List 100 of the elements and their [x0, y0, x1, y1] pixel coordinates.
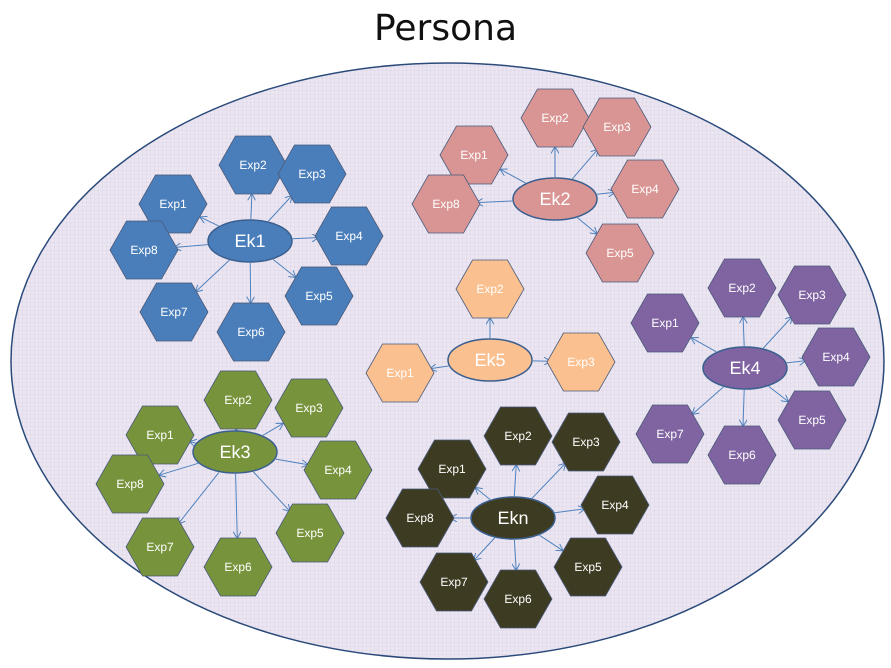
- entity-ellipse: [207, 219, 293, 263]
- experience-hexagon: [483, 406, 553, 466]
- experience-label: Exp3: [603, 120, 631, 134]
- entity-label: Ekn: [497, 508, 529, 528]
- experience-hexagon: [411, 174, 481, 234]
- experience-label: Exp1: [460, 148, 488, 162]
- arrow: [511, 540, 520, 571]
- experience-label: Exp6: [504, 592, 532, 606]
- arrow: [738, 390, 748, 427]
- arrow: [762, 316, 793, 349]
- arrow: [292, 233, 320, 242]
- arrow: [178, 472, 220, 525]
- experience-label: Exp7: [440, 575, 468, 589]
- experience-label: Exp4: [324, 463, 352, 477]
- experience-label: Exp4: [822, 350, 850, 364]
- experience-label: Exp3: [572, 435, 600, 449]
- arrow: [500, 168, 526, 184]
- experience-hexagon: [520, 88, 590, 148]
- arrow: [550, 146, 560, 178]
- arrow: [473, 537, 496, 561]
- experience-hexagon: [551, 412, 621, 472]
- arrow: [532, 462, 566, 499]
- experience-label: Exp8: [116, 477, 144, 491]
- experience-hexagon: [95, 454, 165, 514]
- diagram-title: Persona: [372, 8, 518, 49]
- arrow: [246, 262, 256, 304]
- experience-hexagon: [417, 439, 487, 499]
- arrow: [786, 356, 807, 366]
- experience-label: Exp5: [296, 526, 324, 540]
- experience-hexagon: [546, 332, 616, 392]
- experience-label: Exp4: [601, 498, 629, 512]
- experience-hexagon: [385, 488, 455, 548]
- experience-label: Exp1: [651, 316, 679, 330]
- experience-hexagon: [218, 135, 288, 195]
- experience-hexagon: [125, 517, 195, 577]
- experience-hexagon: [553, 537, 623, 597]
- entity-ellipse: [192, 430, 278, 474]
- arrow: [247, 193, 256, 220]
- experience-hexagon: [635, 404, 705, 464]
- arrow: [252, 471, 291, 512]
- arrow: [158, 462, 199, 478]
- arrow: [268, 194, 293, 222]
- arrow: [199, 216, 220, 226]
- arrow: [690, 337, 717, 352]
- arrow: [738, 316, 748, 346]
- arrow: [188, 438, 198, 448]
- experience-hexagon: [274, 378, 344, 438]
- arrow: [262, 422, 284, 436]
- experience-label: Exp3: [295, 401, 323, 415]
- experience-hexagon: [284, 266, 354, 326]
- experience-label: Exp1: [146, 428, 174, 442]
- experience-hexagon: [582, 97, 652, 157]
- experience-label: Exp1: [386, 366, 414, 380]
- experience-hexagon: [109, 220, 179, 280]
- experience-hexagon: [801, 327, 871, 387]
- arrow: [554, 505, 586, 514]
- experience-hexagon: [203, 370, 273, 430]
- arrow: [232, 474, 242, 539]
- experience-label: Exp2: [476, 282, 504, 296]
- experience-hexagon: [203, 537, 273, 597]
- arrow: [768, 386, 790, 402]
- entity-label: Ek4: [729, 358, 761, 378]
- experience-label: Exp3: [298, 167, 326, 181]
- experience-label: Exp8: [130, 243, 158, 257]
- experience-label: Exp8: [432, 197, 460, 211]
- experience-hexagon: [139, 282, 209, 342]
- entity-ellipse: [447, 338, 533, 382]
- arrow: [476, 198, 513, 207]
- experience-hexagon: [365, 343, 435, 403]
- arrow: [577, 217, 598, 235]
- entity-label: Ek1: [234, 230, 266, 252]
- experience-hexagon: [483, 569, 553, 629]
- experience-label: Exp2: [239, 158, 267, 172]
- entity-ellipse: [470, 496, 556, 540]
- experience-hexagon: [439, 125, 509, 185]
- experience-label: Exp3: [567, 355, 595, 369]
- persona-ellipse: [10, 62, 885, 660]
- experience-label: Exp3: [798, 288, 826, 302]
- experience-hexagon: [419, 552, 489, 612]
- experience-hexagon: [630, 293, 700, 353]
- experience-label: Exp1: [159, 197, 187, 211]
- arrow: [572, 148, 598, 180]
- experience-label: Exp4: [335, 229, 363, 243]
- experience-hexagon: [125, 405, 195, 465]
- entity-ellipse: [512, 177, 598, 221]
- experience-hexagon: [777, 265, 847, 325]
- experience-label: Exp2: [541, 111, 569, 125]
- experience-hexagon: [707, 425, 777, 485]
- experience-label: Exp5: [574, 560, 602, 574]
- experience-label: Exp7: [160, 305, 188, 319]
- arrow: [429, 363, 450, 372]
- experience-label: Exp2: [504, 429, 532, 443]
- experience-hexagon: [277, 144, 347, 204]
- entity-ellipse: [702, 346, 788, 390]
- experience-hexagon: [314, 206, 384, 266]
- experience-label: Exp7: [146, 540, 174, 554]
- experience-hexagon: [275, 503, 345, 563]
- arrow: [511, 464, 520, 496]
- arrow: [692, 386, 724, 416]
- arrow: [272, 259, 296, 278]
